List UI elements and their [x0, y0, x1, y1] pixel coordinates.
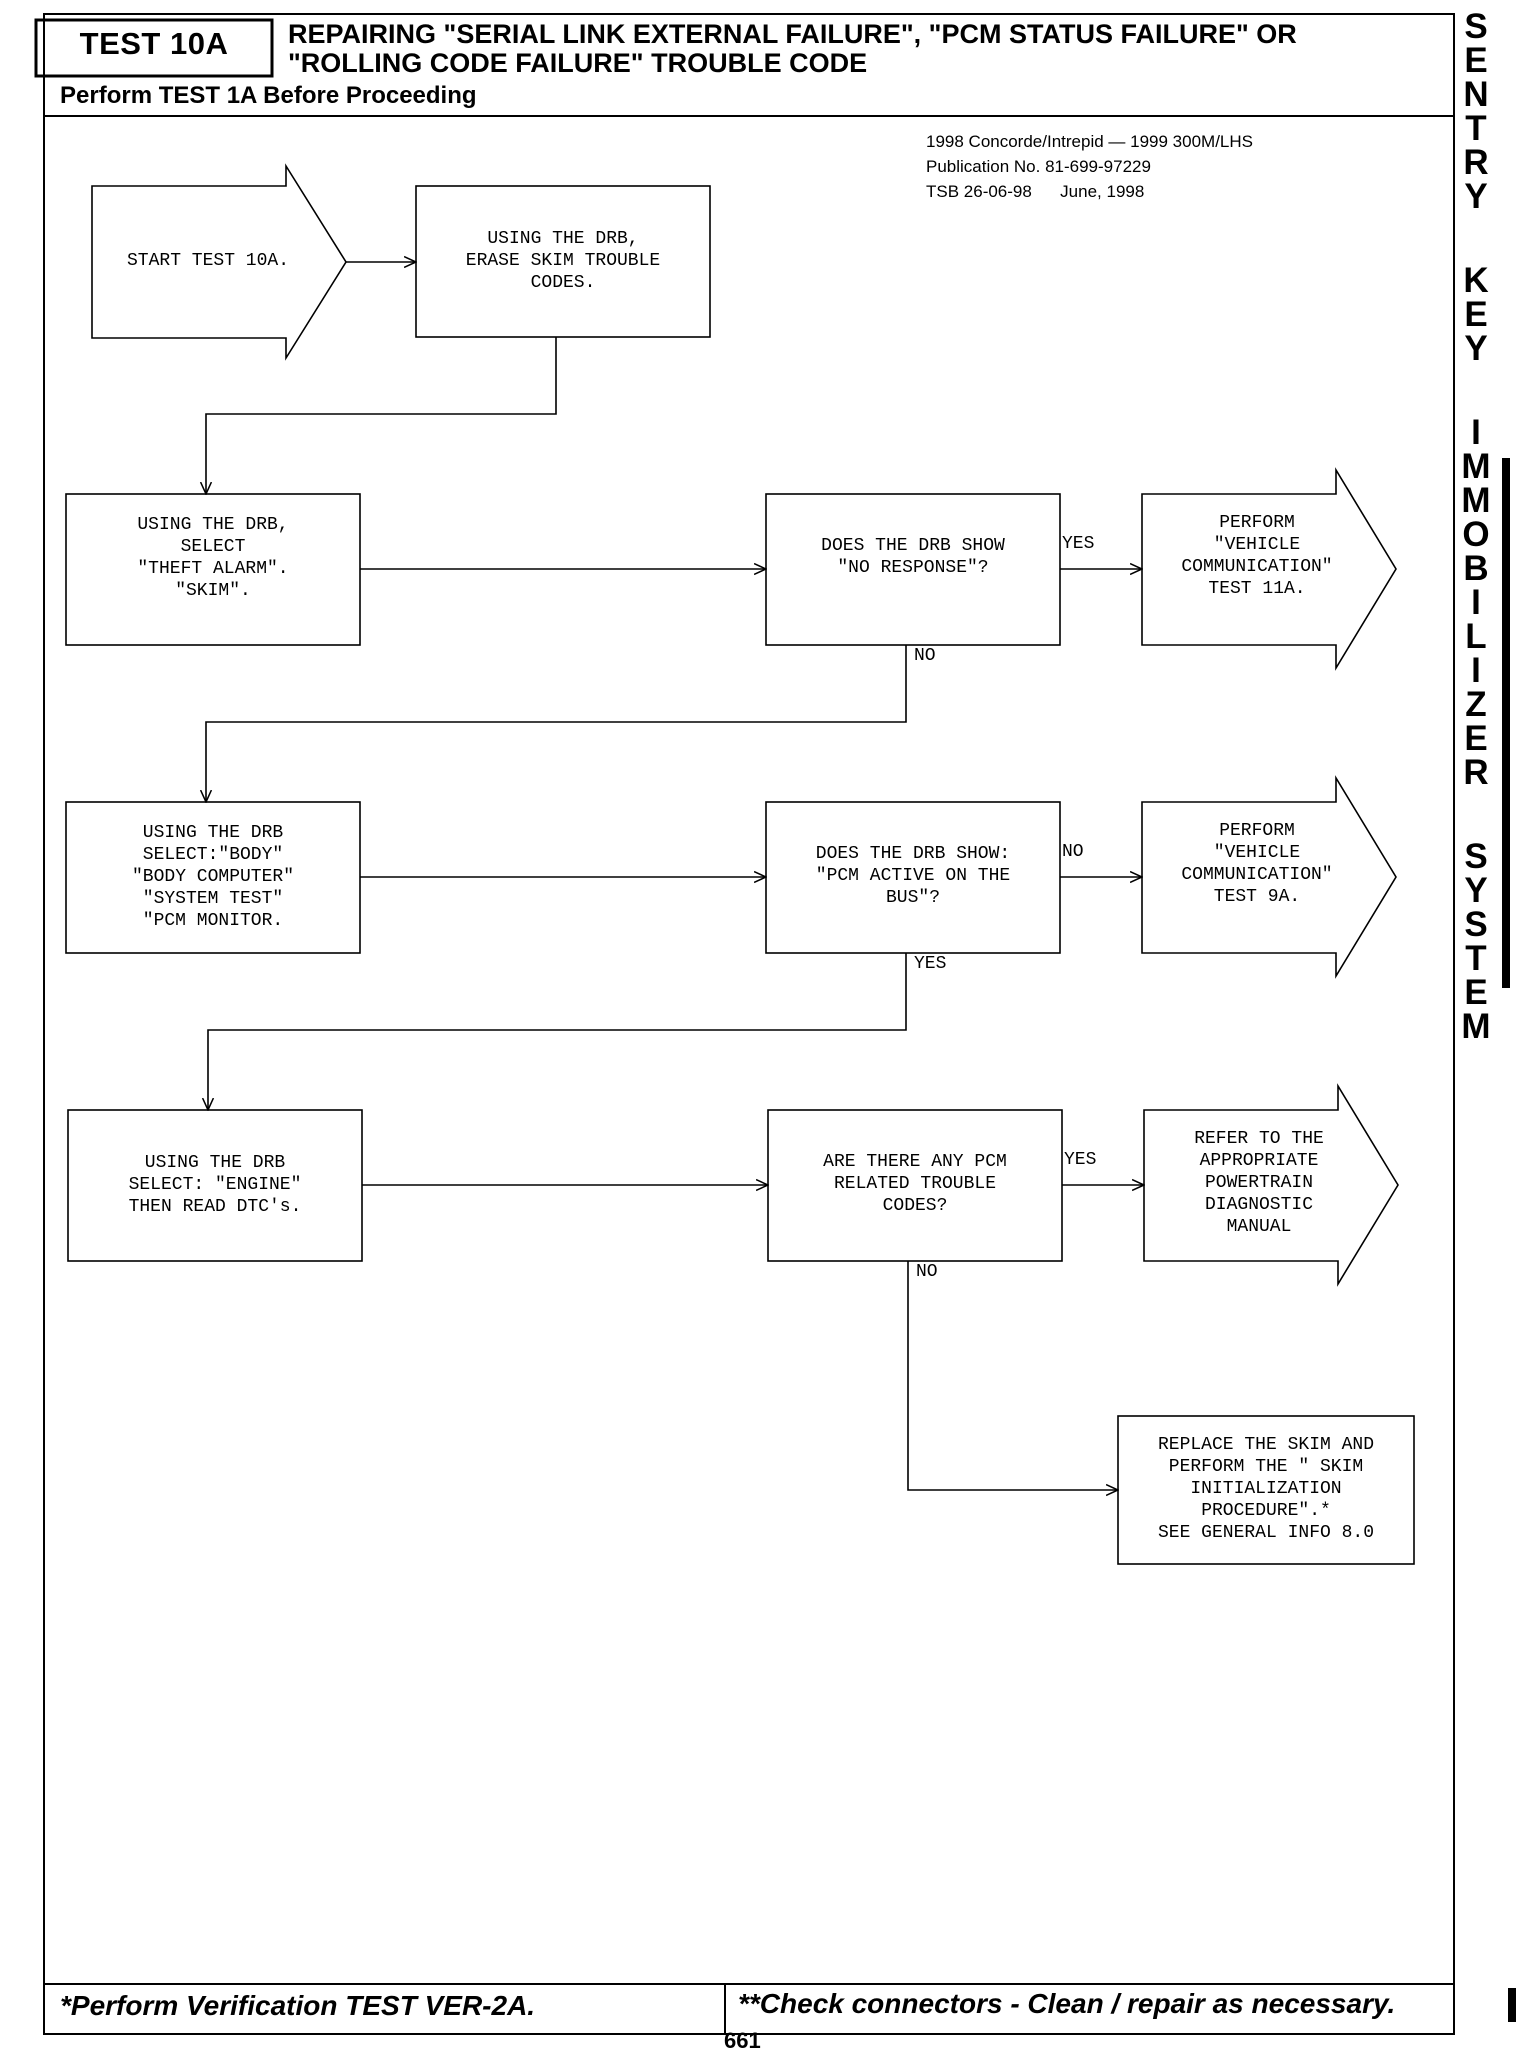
- erase-codes-label: USING THE DRB, ERASE SKIM TROUBLE CODES.: [465, 229, 661, 293]
- pcm-codes-question: ARE THERE ANY PCM RELATED TROUBLE CODES?: [823, 1152, 1007, 1216]
- test-id: TEST 10A: [79, 26, 229, 61]
- select-theft-alarm-label: USING THE DRB, SELECT "THEFT ALARM". "SK…: [137, 515, 289, 601]
- side-banner: S E N T R Y K E Y I M M O B I L I Z E R …: [1456, 7, 1496, 1046]
- margin-bar: [1502, 458, 1510, 988]
- banner-char: Y: [1464, 329, 1488, 368]
- refer-manual-label: REFER TO THE APPROPRIATE POWERTRAIN DIAG…: [1194, 1129, 1324, 1237]
- start-label: START TEST 10A.: [126, 251, 290, 271]
- banner-char: I: [1471, 413, 1481, 452]
- page-title-line2: "ROLLING CODE FAILURE" TROUBLE CODE: [288, 48, 868, 78]
- select-theft-alarm-box: [65, 493, 361, 646]
- banner-char: M: [1461, 1007, 1491, 1046]
- prerequisite-note: Perform TEST 1A Before Proceeding: [60, 82, 477, 109]
- banner-char: S: [1464, 7, 1488, 46]
- page-number: 661: [724, 2028, 761, 2053]
- banner-char: L: [1465, 617, 1487, 656]
- edge-label-yes: YES: [1064, 1150, 1097, 1170]
- banner-char: R: [1463, 753, 1489, 792]
- banner-char: S: [1464, 837, 1488, 876]
- banner-char: M: [1461, 481, 1491, 520]
- footer-connector-note: **Check connectors - Clean / repair as n…: [738, 1988, 1396, 2019]
- connector: [206, 337, 557, 494]
- banner-char: I: [1471, 651, 1481, 690]
- outer-border: [43, 13, 1455, 2035]
- banner-char: T: [1465, 109, 1487, 148]
- connector: [907, 1261, 1118, 1490]
- connector: [206, 645, 907, 802]
- perform-test-11a-arrow: [1141, 467, 1397, 671]
- pcm-active-decision-box: [765, 801, 1061, 954]
- footer-verification-note: *Perform Verification TEST VER-2A.: [60, 1990, 536, 2021]
- select-engine-label: USING THE DRB SELECT: "ENGINE" THEN READ…: [128, 1153, 302, 1217]
- banner-char: K: [1463, 261, 1489, 300]
- banner-char: E: [1464, 295, 1488, 334]
- perform-test-9a-arrow: [1141, 775, 1397, 979]
- banner-char: Z: [1465, 685, 1487, 724]
- banner-char: Y: [1464, 177, 1488, 216]
- edge-label-yes: YES: [1062, 534, 1095, 554]
- banner-char: S: [1464, 905, 1488, 944]
- banner-char: E: [1464, 973, 1488, 1012]
- replace-skim-label: REPLACE THE SKIM AND PERFORM THE " SKIM …: [1157, 1435, 1375, 1543]
- publication-line2: Publication No. 81-699-97229: [926, 157, 1151, 176]
- page-title-line1: REPAIRING "SERIAL LINK EXTERNAL FAILURE"…: [288, 19, 1297, 49]
- banner-char: T: [1465, 939, 1487, 978]
- no-response-question: DOES THE DRB SHOW "NO RESPONSE"?: [821, 536, 1005, 578]
- select-body-box: [65, 801, 361, 954]
- banner-char: Y: [1464, 871, 1488, 910]
- pcm-active-question: DOES THE DRB SHOW: "PCM ACTIVE ON THE BU…: [815, 844, 1011, 908]
- banner-char: N: [1463, 75, 1489, 114]
- publication-line3: TSB 26-06-98 June, 1998: [926, 182, 1145, 201]
- edge-label-no: NO: [1062, 842, 1084, 862]
- edge-label-yes: YES: [914, 954, 947, 974]
- perform-test-11a-label: PERFORM "VEHICLE COMMUNICATION" TEST 11A…: [1181, 513, 1333, 599]
- banner-char: R: [1463, 143, 1489, 182]
- banner-char: E: [1464, 41, 1488, 80]
- start-arrow-shape: [91, 163, 347, 361]
- banner-char: I: [1471, 583, 1481, 622]
- select-body-label: USING THE DRB SELECT:"BODY" "BODY COMPUT…: [131, 823, 295, 931]
- no-response-decision-box: [765, 493, 1061, 646]
- banner-char: B: [1463, 549, 1489, 588]
- refer-manual-arrow: [1143, 1083, 1399, 1287]
- margin-mark: [1508, 1988, 1516, 2022]
- perform-test-9a-label: PERFORM "VEHICLE COMMUNICATION" TEST 9A.: [1181, 821, 1333, 907]
- select-engine-box: [67, 1109, 363, 1262]
- publication-line1: 1998 Concorde/Intrepid — 1999 300M/LHS: [926, 132, 1253, 151]
- edge-label-no: NO: [914, 646, 936, 666]
- connector: [208, 953, 907, 1110]
- banner-char: E: [1464, 719, 1488, 758]
- edge-label-no: NO: [916, 1262, 938, 1282]
- banner-char: M: [1461, 447, 1491, 486]
- banner-char: O: [1462, 515, 1490, 554]
- replace-skim-box: [1117, 1415, 1415, 1565]
